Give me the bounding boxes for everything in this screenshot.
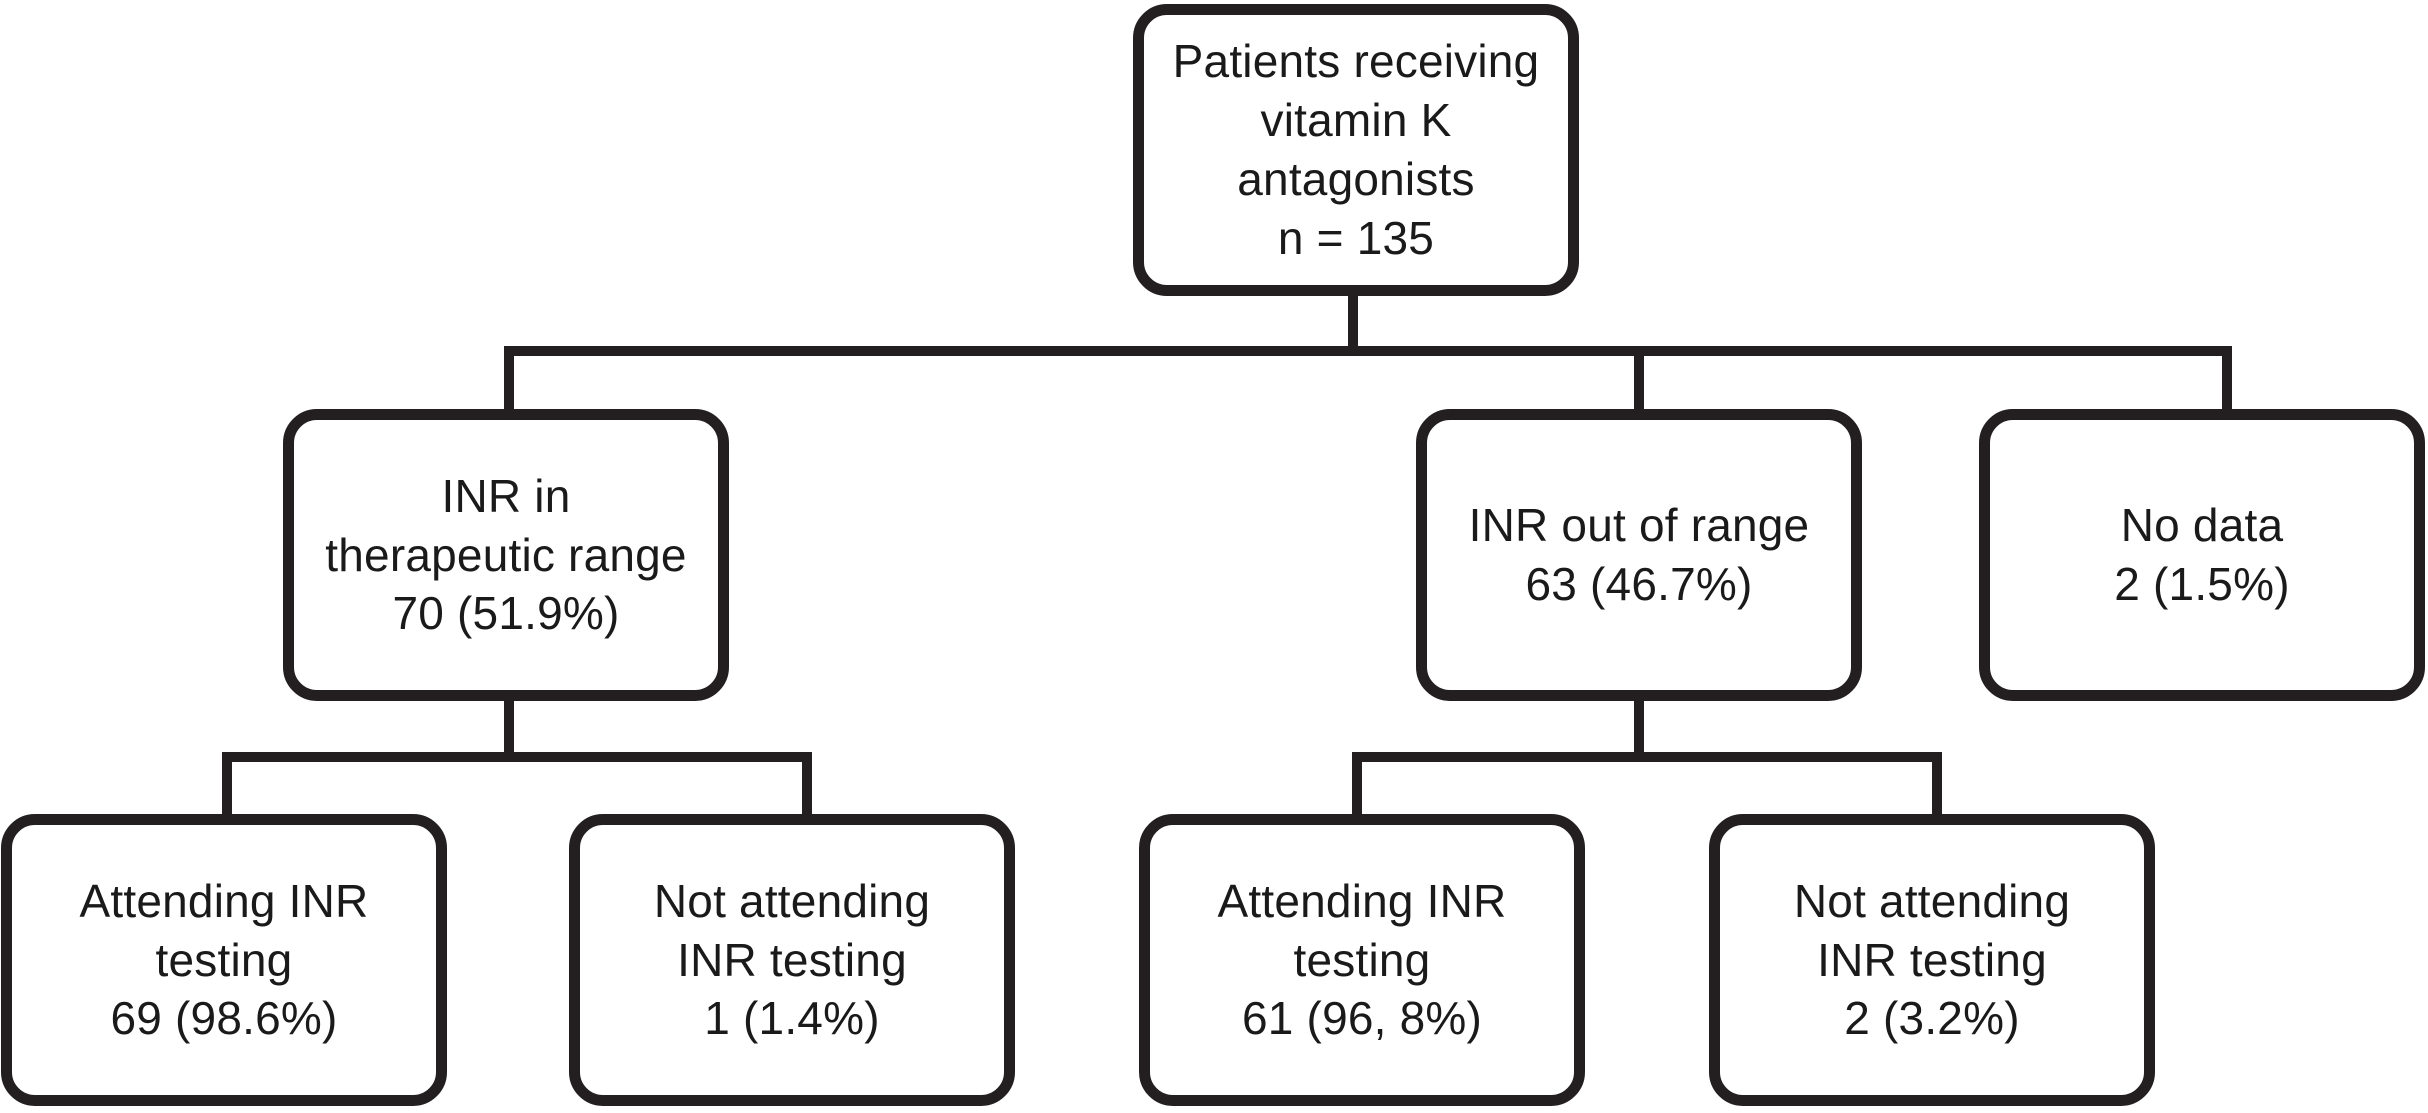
node-root-line-3: antagonists (1237, 153, 1475, 205)
connector-inr-out-of-range-stem (1634, 694, 1644, 762)
node-inr-out-of-range[interactable]: INR out of range 63 (46.7%) (1416, 409, 1862, 701)
connector-to-out-range-not-attending (1932, 752, 1942, 822)
node-root-count: n = 135 (1277, 211, 1435, 264)
node-out-range-not-attending[interactable]: Not attending INR testing 2 (3.2%) (1709, 814, 2155, 1106)
connector-to-out-range-attending (1352, 752, 1362, 822)
connector-to-in-range-attending (222, 752, 232, 822)
node-in-range-not-attending-line-2: INR testing (677, 933, 907, 986)
node-root-line-2: vitamin K (1260, 94, 1452, 147)
connector-inr-in-range-stem (504, 694, 514, 762)
node-out-range-attending-line-2: testing (1293, 933, 1431, 986)
node-inr-in-range-line-1: INR in (441, 469, 571, 522)
node-in-range-not-attending[interactable]: Not attending INR testing 1 (1.4%) (569, 814, 1015, 1106)
node-out-range-not-attending-count: 2 (3.2%) (1844, 992, 2020, 1045)
node-in-range-not-attending-count: 1 (1.4%) (704, 992, 880, 1045)
node-no-data[interactable]: No data 2 (1.5%) (1979, 409, 2425, 701)
connector-root-stem (1348, 288, 1358, 356)
node-in-range-not-attending-line-1: Not attending (653, 874, 931, 927)
node-no-data-count: 2 (1.5%) (2114, 558, 2290, 610)
node-inr-in-range-line-2: therapeutic range (325, 528, 687, 581)
connector-out-range-bus (1352, 752, 1942, 762)
node-in-range-attending-count: 69 (98.6%) (110, 992, 338, 1045)
node-in-range-attending-line-1: Attending INR (79, 874, 369, 927)
connector-in-range-bus (222, 752, 812, 762)
node-no-data-line-1: No data (2120, 499, 2284, 552)
node-root-line-1: Patients receiving (1172, 35, 1540, 88)
node-out-range-attending-line-1: Attending INR (1217, 874, 1507, 927)
node-in-range-attending-line-2: testing (155, 933, 293, 986)
connector-to-inr-in-range (504, 346, 514, 416)
connector-to-inr-out-of-range (1634, 346, 1644, 416)
node-out-range-not-attending-line-1: Not attending (1793, 874, 2071, 927)
node-out-range-attending[interactable]: Attending INR testing 61 (96, 8%) (1139, 814, 1585, 1106)
node-out-range-attending-count: 61 (96, 8%) (1242, 992, 1482, 1045)
node-inr-out-of-range-line-1: INR out of range (1468, 499, 1810, 552)
node-inr-out-of-range-count: 63 (46.7%) (1525, 558, 1753, 610)
node-out-range-not-attending-line-2: INR testing (1817, 933, 2047, 986)
connector-to-in-range-not-attending (802, 752, 812, 822)
connector-to-no-data (2222, 346, 2232, 416)
node-root[interactable]: Patients receiving vitamin K antagonists… (1133, 4, 1579, 296)
node-in-range-attending[interactable]: Attending INR testing 69 (98.6%) (1, 814, 447, 1106)
connector-level2-bus (504, 346, 2232, 356)
node-inr-in-range-count: 70 (51.9%) (392, 587, 620, 640)
node-inr-in-range[interactable]: INR in therapeutic range 70 (51.9%) (283, 409, 729, 701)
